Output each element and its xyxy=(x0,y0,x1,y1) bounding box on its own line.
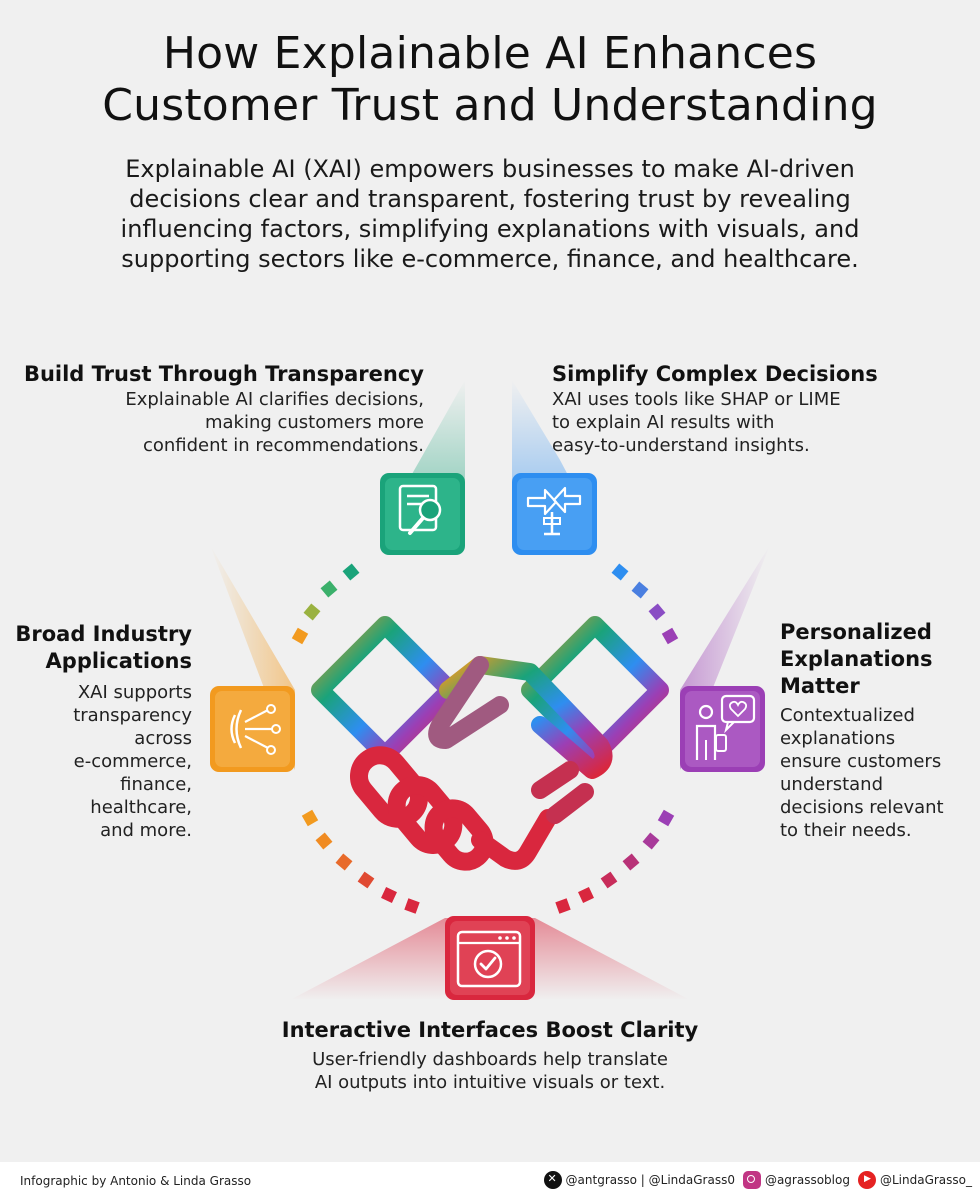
body-line: and more. xyxy=(100,820,192,841)
body-line: confident in recommendations. xyxy=(142,435,424,456)
footer-credit: Infographic by Antonio & Linda Grasso xyxy=(20,1174,252,1188)
ring-dot xyxy=(555,898,571,914)
ring-dot xyxy=(404,898,420,914)
subtitle-line: influencing factors, simplifying explana… xyxy=(120,215,860,243)
body-line: AI outputs into intuitive visuals or tex… xyxy=(314,1072,666,1093)
body-line: healthcare, xyxy=(90,797,192,818)
ring-dot xyxy=(622,853,640,871)
body-line: understand xyxy=(780,774,884,795)
ring-dot xyxy=(648,603,666,621)
dotted-ring xyxy=(291,563,679,914)
body-line: Explainable AI clarifies decisions, xyxy=(125,389,424,410)
ring-dot xyxy=(661,627,679,645)
youtube-icon xyxy=(857,1171,876,1189)
section-industry: Broad Industry Applications XAI supports… xyxy=(10,621,192,842)
ring-dot xyxy=(320,580,338,598)
section-body: Contextualized explanations ensure custo… xyxy=(780,704,976,842)
title-line: Personalized xyxy=(780,620,932,644)
ring-dot xyxy=(315,832,333,850)
subtitle-line: supporting sectors like e-commerce, fina… xyxy=(121,245,859,273)
youtube-handle[interactable]: @LindaGrasso_ xyxy=(879,1173,972,1187)
section-body: Explainable AI clarifies decisions, maki… xyxy=(20,388,424,457)
body-line: e-commerce, xyxy=(73,751,192,772)
title-line: Matter xyxy=(780,674,860,698)
ring-dot xyxy=(631,581,649,599)
section-body: XAI supports transparency across e-comme… xyxy=(10,681,192,842)
ring-dot xyxy=(301,809,319,827)
section-title: Broad Industry Applications xyxy=(10,621,192,675)
body-line: XAI uses tools like SHAP or LIME xyxy=(552,389,841,410)
search-document-icon xyxy=(380,473,465,555)
body-line: User-friendly dashboards help translate xyxy=(312,1049,668,1070)
body-line: decisions relevant xyxy=(780,797,944,818)
title-line: Explanations xyxy=(780,647,933,671)
ring-dot xyxy=(291,627,309,645)
social-links: @antgrasso | @LindaGrass0 @agrassoblog @… xyxy=(536,1171,972,1189)
section-interactive: Interactive Interfaces Boost Clarity Use… xyxy=(200,1017,780,1094)
ring-dot xyxy=(657,809,675,827)
body-line: explanations xyxy=(780,728,896,749)
ring-dot xyxy=(381,887,397,903)
section-simplify: Simplify Complex Decisions XAI uses tool… xyxy=(552,361,962,457)
body-line: ensure customers xyxy=(780,751,942,772)
ring-dot xyxy=(342,563,360,581)
section-title: Build Trust Through Transparency xyxy=(23,362,424,386)
body-line: to explain AI results with xyxy=(552,412,775,433)
x-logo-icon xyxy=(543,1171,562,1189)
body-line: transparency xyxy=(73,705,192,726)
circuit-icon xyxy=(210,686,295,772)
ring-dot xyxy=(611,563,629,581)
browser-check-icon xyxy=(445,916,535,1000)
ring-dot xyxy=(357,871,375,889)
section-body: XAI uses tools like SHAP or LIME to expl… xyxy=(552,388,962,457)
decision-arrows-icon xyxy=(512,473,597,555)
handshake-icon xyxy=(311,616,669,871)
body-line: easy-to-understand insights. xyxy=(552,435,810,456)
page-title: How Explainable AI Enhances Customer Tru… xyxy=(0,28,980,132)
body-line: across xyxy=(134,728,192,749)
title-line: Applications xyxy=(45,649,192,673)
body-line: to their needs. xyxy=(780,820,912,841)
section-title: Simplify Complex Decisions xyxy=(552,362,878,386)
ring-dot xyxy=(642,832,660,850)
section-body: User-friendly dashboards help translate … xyxy=(200,1048,780,1094)
instagram-handle[interactable]: @agrassoblog xyxy=(764,1173,850,1187)
x-handles[interactable]: @antgrasso | @LindaGrass0 xyxy=(565,1173,735,1187)
section-title: Interactive Interfaces Boost Clarity xyxy=(281,1018,699,1042)
title-line: Broad Industry xyxy=(15,622,192,646)
ring-dot xyxy=(600,871,618,889)
instagram-icon xyxy=(742,1171,761,1189)
body-line: making customers more xyxy=(204,412,424,433)
ring-dot xyxy=(335,853,353,871)
ring-dot xyxy=(578,887,594,903)
person-heart-icon xyxy=(680,686,765,772)
subtitle-line: Explainable AI (XAI) empowers businesses… xyxy=(125,155,855,183)
ring-dot xyxy=(303,603,321,621)
section-title: Personalized Explanations Matter xyxy=(780,619,976,700)
body-line: Contextualized xyxy=(780,705,915,726)
body-line: finance, xyxy=(120,774,192,795)
body-line: XAI supports xyxy=(77,682,192,703)
subtitle-line: decisions clear and transparent, fosteri… xyxy=(129,185,851,213)
footer-bar: Infographic by Antonio & Linda Grasso @a… xyxy=(0,1162,980,1200)
title-line-2: Customer Trust and Understanding xyxy=(102,80,878,131)
page-subtitle: Explainable AI (XAI) empowers businesses… xyxy=(50,154,930,274)
title-line-1: How Explainable AI Enhances xyxy=(162,28,818,79)
section-personalized: Personalized Explanations Matter Context… xyxy=(780,619,976,842)
section-transparency: Build Trust Through Transparency Explain… xyxy=(20,361,424,457)
